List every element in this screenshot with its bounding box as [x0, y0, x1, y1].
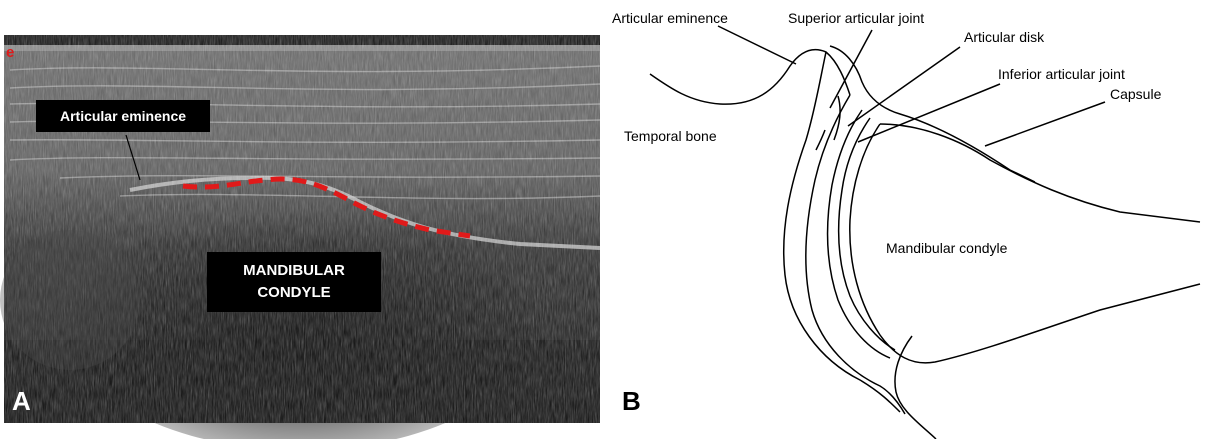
pointer-inferior-joint	[858, 84, 1000, 142]
eminence-label-box: Articular eminence	[36, 100, 210, 132]
panel-letter-b: B	[622, 386, 641, 417]
label-capsule: Capsule	[1110, 86, 1161, 102]
pointer-capsule	[985, 102, 1105, 146]
label-superior-articular-joint: Superior articular joint	[788, 10, 924, 26]
condyle-label-line1: MANDIBULAR	[243, 260, 345, 282]
label-articular-disk: Articular disk	[964, 29, 1044, 45]
condyle-label-box: MANDIBULAR CONDYLE	[207, 252, 381, 312]
condyle-outline	[880, 124, 1200, 222]
ultrasound-panel: e Articular eminence MANDIBULAR CONDYLE …	[0, 0, 600, 439]
temporal-bone-outline	[650, 50, 850, 104]
corner-mark: e	[6, 44, 14, 61]
condyle-label-line2: CONDYLE	[257, 282, 330, 304]
disk-inner-band	[828, 110, 890, 358]
ultrasound-image	[0, 0, 600, 439]
label-articular-eminence: Articular eminence	[612, 10, 728, 26]
diagram-panel: Articular eminence Superior articular jo…	[600, 0, 1205, 439]
label-mandibular-condyle: Mandibular condyle	[886, 240, 1007, 256]
pointer-superior-joint	[830, 30, 872, 108]
pointer-articular-eminence	[718, 26, 796, 64]
label-temporal-bone: Temporal bone	[624, 128, 717, 144]
eminence-label: Articular eminence	[60, 108, 186, 124]
label-inferior-articular-joint: Inferior articular joint	[998, 66, 1125, 82]
panel-letter-a: A	[12, 386, 31, 417]
